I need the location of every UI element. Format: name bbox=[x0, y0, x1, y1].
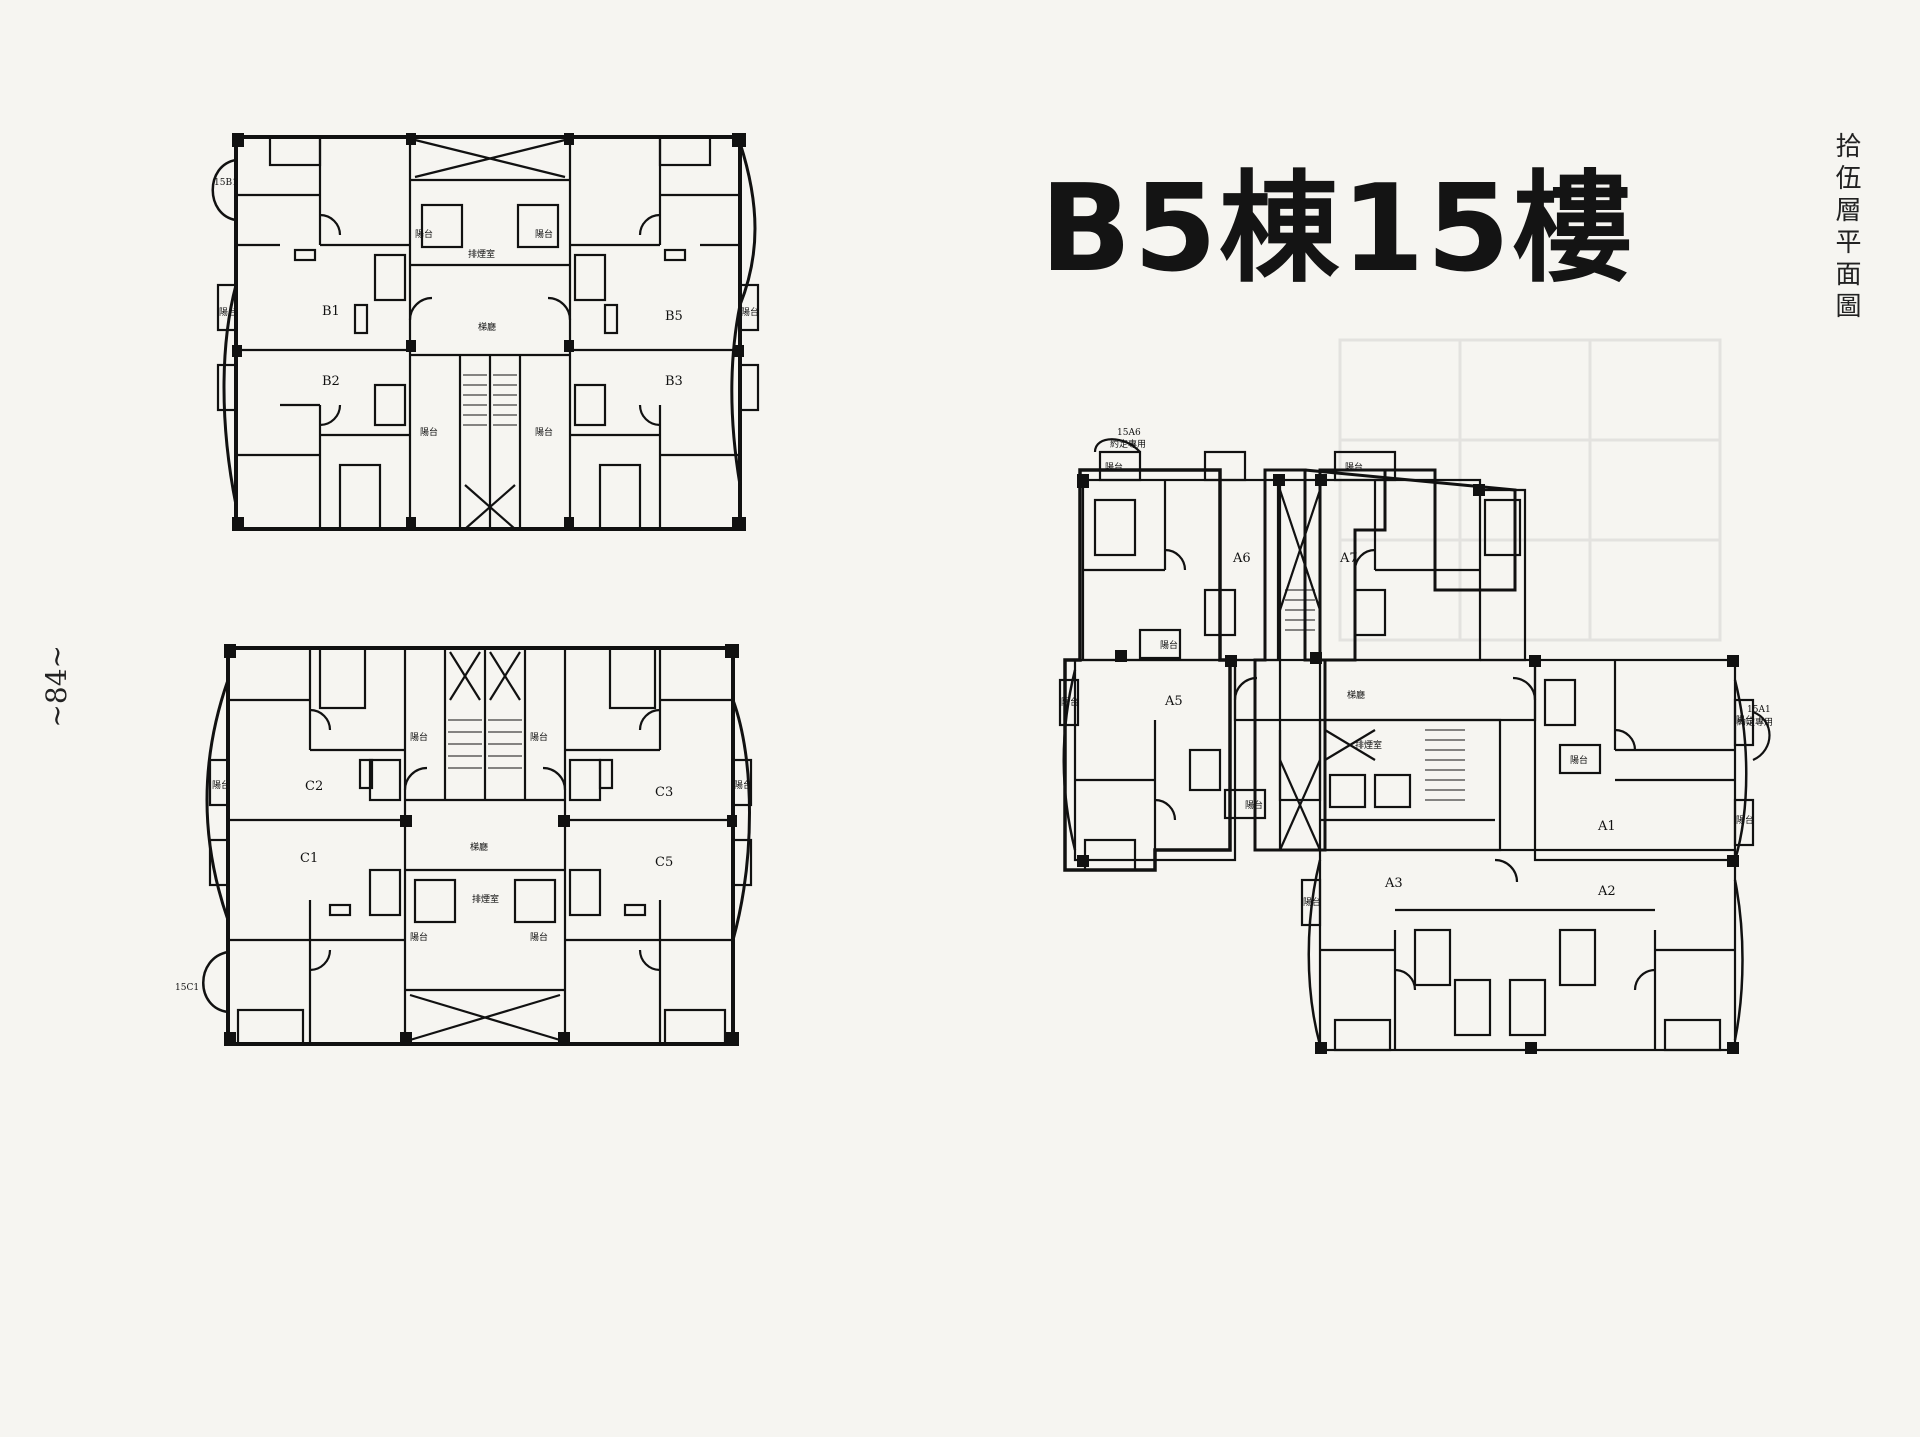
floor-plan-block-b: B1 B5 B2 B3 陽台 陽台 排煙室 梯廳 陽台 陽台 陽台 陽台 15B… bbox=[211, 133, 760, 531]
balcony-label: 陽台 bbox=[420, 426, 438, 438]
balcony-label: 陽台 bbox=[535, 228, 553, 240]
corridor-label: 梯廳 bbox=[470, 841, 488, 853]
smoke-room-label: 排煙室 bbox=[1355, 739, 1382, 751]
balcony-label: 陽台 bbox=[1736, 714, 1754, 726]
unit-label: C2 bbox=[305, 779, 323, 794]
unit-label: C5 bbox=[655, 855, 673, 870]
vertical-title: 拾伍層平面圖 bbox=[1831, 132, 1861, 324]
balcony-label: 陽台 bbox=[1570, 754, 1588, 766]
balcony-label: 陽台 bbox=[530, 731, 548, 743]
unit-label: C1 bbox=[300, 851, 318, 866]
balcony-label: 陽台 bbox=[1303, 896, 1321, 908]
unit-tag: 15C1 bbox=[175, 983, 199, 993]
unit-label: A6 bbox=[1232, 551, 1251, 566]
balcony-label: 陽台 bbox=[1736, 814, 1754, 826]
balcony-label: 陽台 bbox=[1160, 639, 1178, 651]
balcony-label: 陽台 bbox=[219, 306, 237, 318]
reserved-label: 約定專用 bbox=[1110, 438, 1146, 450]
reserved-label: 約定專用 bbox=[1737, 716, 1773, 728]
unit-tag: 15A1 bbox=[1747, 705, 1771, 715]
balcony-label: 陽台 bbox=[1245, 799, 1263, 811]
floor-plan-block-a: A6 A7 A5 A1 A3 A2 陽台 陽台 陽台 陽台 梯廳 排煙室 陽台 … bbox=[1058, 428, 1773, 1054]
unit-label: B1 bbox=[322, 304, 340, 319]
balcony-label: 陽台 bbox=[415, 228, 433, 240]
unit-label: C3 bbox=[655, 785, 673, 800]
unit-label: A3 bbox=[1384, 876, 1403, 891]
balcony-label: 陽台 bbox=[1345, 461, 1363, 473]
floor-plan-block-c: C2 C3 C1 C5 陽台 陽台 梯廳 排煙室 陽台 陽台 陽台 陽台 15C… bbox=[175, 644, 753, 1046]
unit-tag: 15A6 bbox=[1117, 428, 1141, 438]
balcony-label: 陽台 bbox=[734, 779, 752, 791]
smoke-room-label: 排煙室 bbox=[468, 248, 495, 260]
unit-label: B5 bbox=[665, 309, 683, 324]
balcony-label: 陽台 bbox=[741, 306, 759, 318]
balcony-label: 陽台 bbox=[1061, 696, 1079, 708]
unit-label: A2 bbox=[1597, 884, 1616, 899]
unit-label: A1 bbox=[1597, 819, 1616, 834]
balcony-label: 陽台 bbox=[410, 931, 428, 943]
corridor-label: 梯廳 bbox=[1347, 689, 1365, 701]
unit-label: A5 bbox=[1164, 694, 1183, 709]
page-title: B5棟15樓 bbox=[1040, 160, 1634, 299]
unit-label: B2 bbox=[322, 374, 340, 389]
corridor-label: 梯廳 bbox=[478, 321, 496, 333]
balcony-label: 陽台 bbox=[535, 426, 553, 438]
unit-tag: 15B1 bbox=[214, 178, 238, 188]
unit-label: A7 bbox=[1339, 551, 1358, 566]
balcony-label: 陽台 bbox=[212, 779, 230, 791]
page-number: ~84~ bbox=[40, 645, 73, 728]
balcony-label: 陽台 bbox=[1105, 461, 1123, 473]
unit-label: B3 bbox=[665, 374, 683, 389]
balcony-label: 陽台 bbox=[530, 931, 548, 943]
smoke-room-label: 排煙室 bbox=[472, 893, 499, 905]
balcony-label: 陽台 bbox=[410, 731, 428, 743]
